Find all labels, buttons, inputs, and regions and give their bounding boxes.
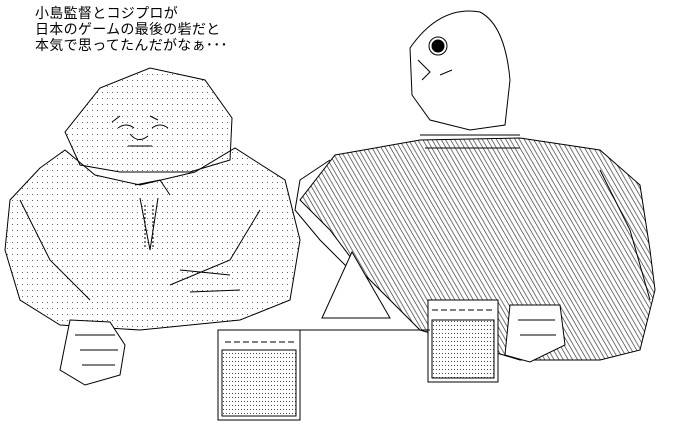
left-mug (217, 329, 301, 421)
left-figure (4, 67, 301, 386)
caption-line-1: 小島監督とコジプロが (35, 6, 178, 22)
caption-line-3: 本気で思ってたんだがなぁ･･･ (35, 38, 228, 54)
left-figure-head (64, 67, 233, 173)
right-figure (294, 10, 656, 363)
caption-line-2: 日本のゲームの最後の砦だと (35, 22, 221, 38)
right-figure-eye (431, 39, 445, 53)
right-figure-sweater (299, 137, 656, 361)
caption-text: 小島監督とコジプロが 日本のゲームの最後の砦だと 本気で思ってたんだがなぁ･･･ (35, 6, 228, 54)
center-triangle (321, 250, 391, 319)
right-mug (427, 299, 499, 383)
right-figure-head (409, 10, 511, 131)
